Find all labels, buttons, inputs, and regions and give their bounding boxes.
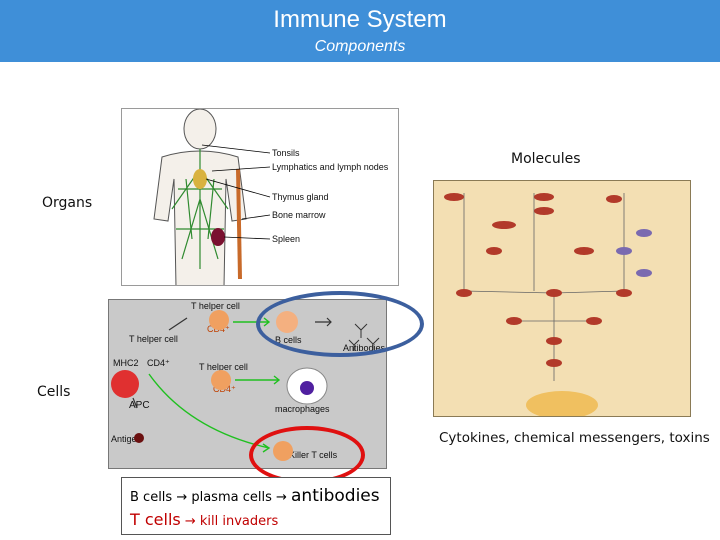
antibodies-highlight-ring xyxy=(256,291,424,357)
green-arrow-killer-t xyxy=(148,373,271,453)
organs-label: Organs xyxy=(42,195,93,211)
t-helper-cell-shape xyxy=(209,310,229,330)
antigen-shape xyxy=(134,433,144,443)
molecules-figure xyxy=(433,180,691,417)
bone-marrow-shape xyxy=(236,168,242,280)
t-helper-top-label: T helper cell xyxy=(191,301,240,311)
page-subtitle: Components xyxy=(314,38,406,55)
summary-line-2-text: → kill invaders xyxy=(180,514,279,529)
body-diagram: Tonsils Lymphatics and lymph nodes Thymu… xyxy=(153,109,389,285)
molecules-caption: Cytokines, chemical messengers, toxins xyxy=(439,430,710,446)
green-arrow-macrophages xyxy=(235,375,281,385)
molecules-label: Molecules xyxy=(511,151,581,167)
spleen-shape xyxy=(211,228,225,246)
t-helper-cell-2-shape xyxy=(211,370,231,390)
summary-box: B cells → plasma cells → antibodies T ce… xyxy=(121,477,391,535)
arrow-to-t-helper xyxy=(168,317,188,331)
macrophages-label: macrophages xyxy=(275,404,330,414)
title-banner: Immune System Components xyxy=(0,0,720,62)
organ-label-lymph: Lymphatics and lymph nodes xyxy=(272,162,389,172)
mhc2-label: MHC2 xyxy=(113,358,139,368)
thymus-shape xyxy=(193,169,207,189)
t-helper-mid-label: T helper cell xyxy=(199,362,248,372)
killer-t-highlight-ring xyxy=(249,426,365,484)
complement-pathway-diagram xyxy=(444,193,652,416)
apc-label: APC xyxy=(129,400,150,411)
organ-label-bone-marrow: Bone marrow xyxy=(272,210,326,220)
cells-label: Cells xyxy=(37,384,71,400)
summary-line-1-text: B cells → plasma cells → xyxy=(130,490,292,505)
page-title: Immune System xyxy=(273,6,447,33)
organ-label-thymus: Thymus gland xyxy=(272,192,329,202)
arrow-apc xyxy=(132,397,138,409)
cd4-b-label: CD4⁺ xyxy=(147,358,170,368)
t-helper-left-label: T helper cell xyxy=(129,334,178,344)
macrophage-nucleus-shape xyxy=(300,381,314,395)
summary-line-1: B cells → plasma cells → antibodies xyxy=(130,486,380,506)
organs-figure: Tonsils Lymphatics and lymph nodes Thymu… xyxy=(121,108,399,286)
summary-antibodies-text: antibodies xyxy=(291,486,380,506)
organ-label-tonsils: Tonsils xyxy=(272,148,300,158)
apc-shape xyxy=(111,370,139,398)
summary-t-cells-text: T cells xyxy=(130,510,181,529)
organ-label-spleen: Spleen xyxy=(272,234,300,244)
antigen-label: Antigen xyxy=(111,434,142,444)
cell-membrane-shape xyxy=(526,391,598,416)
summary-line-2: T cells → kill invaders xyxy=(130,510,278,529)
